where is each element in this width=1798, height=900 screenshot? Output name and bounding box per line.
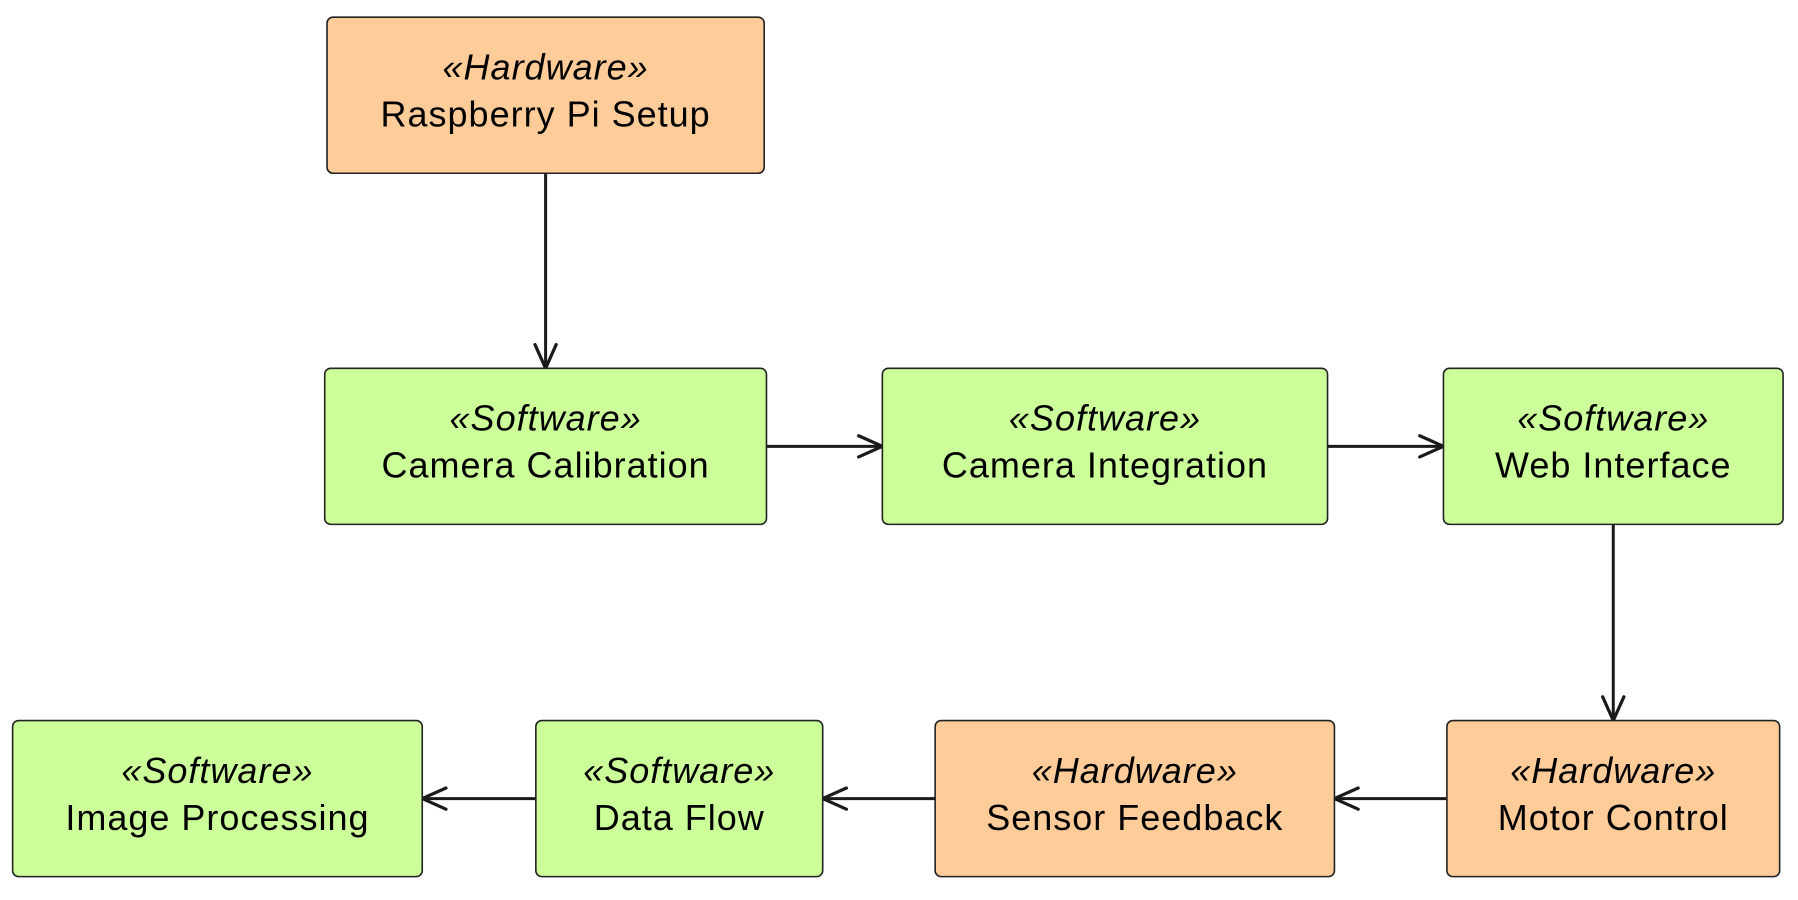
edge-motor-control-to-sensor-feedback (1332, 786, 1447, 811)
node-label: Web Interface (1495, 445, 1731, 486)
node-box (535, 719, 824, 878)
node-camera-integration: «Software» Camera Integration (881, 367, 1329, 526)
edge-raspberry-pi-setup-to-camera-calibration (533, 173, 558, 370)
node-label: Motor Control (1498, 797, 1729, 838)
node-box (934, 719, 1336, 878)
node-sensor-feedback: «Hardware» Sensor Feedback (934, 719, 1336, 878)
node-label: Data Flow (594, 797, 765, 838)
edge-sensor-feedback-to-data-flow (821, 786, 936, 811)
node-stereotype: «Hardware» (443, 47, 649, 88)
node-data-flow: «Software» Data Flow (535, 719, 824, 878)
node-stereotype: «Software» (450, 398, 642, 439)
node-label: Sensor Feedback (986, 797, 1283, 838)
node-label: Raspberry Pi Setup (381, 93, 711, 134)
node-box (1446, 719, 1781, 878)
node-stereotype: «Hardware» (1032, 750, 1238, 791)
node-box (326, 16, 765, 175)
node-box (323, 367, 768, 526)
node-raspberry-pi-setup: «Hardware» Raspberry Pi Setup (326, 16, 765, 175)
node-web-interface: «Software» Web Interface (1442, 367, 1784, 526)
nodes-layer: «Hardware» Raspberry Pi Setup «Software» Ca… (11, 16, 1784, 878)
node-camera-calibration: «Software» Camera Calibration (323, 367, 768, 526)
node-label: Image Processing (65, 797, 369, 838)
edge-web-interface-to-motor-control (1601, 524, 1626, 723)
edge-camera-calibration-to-camera-integration (766, 434, 884, 459)
edge-data-flow-to-image-processing (420, 786, 536, 811)
node-box (11, 719, 424, 878)
node-box (1442, 367, 1784, 526)
node-stereotype: «Software» (583, 750, 775, 791)
node-stereotype: «Software» (121, 750, 313, 791)
node-stereotype: «Hardware» (1510, 750, 1716, 791)
node-image-processing: «Software» Image Processing (11, 719, 424, 878)
node-box (881, 367, 1329, 526)
node-label: Camera Integration (942, 445, 1268, 486)
node-motor-control: «Hardware» Motor Control (1446, 719, 1781, 878)
node-stereotype: «Software» (1009, 398, 1201, 439)
edge-camera-integration-to-web-interface (1327, 434, 1446, 459)
node-label: Camera Calibration (382, 445, 710, 486)
node-stereotype: «Software» (1517, 398, 1709, 439)
